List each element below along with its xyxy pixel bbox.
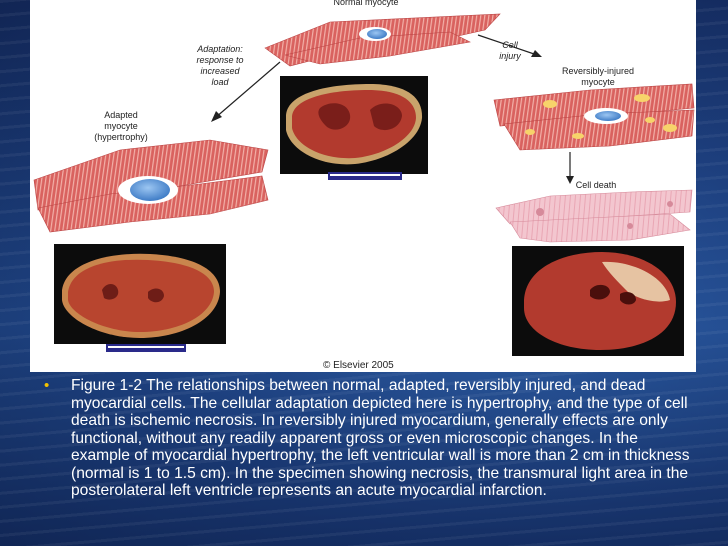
label-cell-death: Cell death xyxy=(575,180,617,190)
label-adapted-myocyte: Adapted myocyte (hypertrophy) xyxy=(94,110,148,142)
arrow-cell-injury xyxy=(477,34,542,57)
hypertrophy-heart-specimen xyxy=(54,244,226,352)
label-cell-injury: Cell injury xyxy=(499,40,521,61)
normal-heart-specimen xyxy=(280,76,428,180)
bullet-icon: • xyxy=(44,377,50,394)
label-normal-myocyte: Normal myocyte xyxy=(333,0,399,7)
normal-myocyte-cell xyxy=(264,13,501,67)
label-reversibly-injured: Reversibly-injured myocyte xyxy=(561,66,635,87)
arrow-adaptation xyxy=(211,61,281,122)
figure-illustration xyxy=(33,13,695,356)
hypertrophied-myocyte-cell xyxy=(33,139,269,233)
label-adaptation: Adaptation: response to increased load xyxy=(196,44,244,87)
figure-panel: Normal myocyte Adaptation: response to i… xyxy=(30,0,696,372)
caption-text: Figure 1-2 The relationships between nor… xyxy=(71,377,690,499)
dead-myocyte-cell xyxy=(495,189,693,243)
arrow-cell-death xyxy=(566,152,574,184)
copyright-notice: © Elsevier 2005 xyxy=(323,360,394,371)
infarct-heart-specimen xyxy=(512,246,684,356)
reversibly-injured-myocyte-cell xyxy=(493,83,695,151)
